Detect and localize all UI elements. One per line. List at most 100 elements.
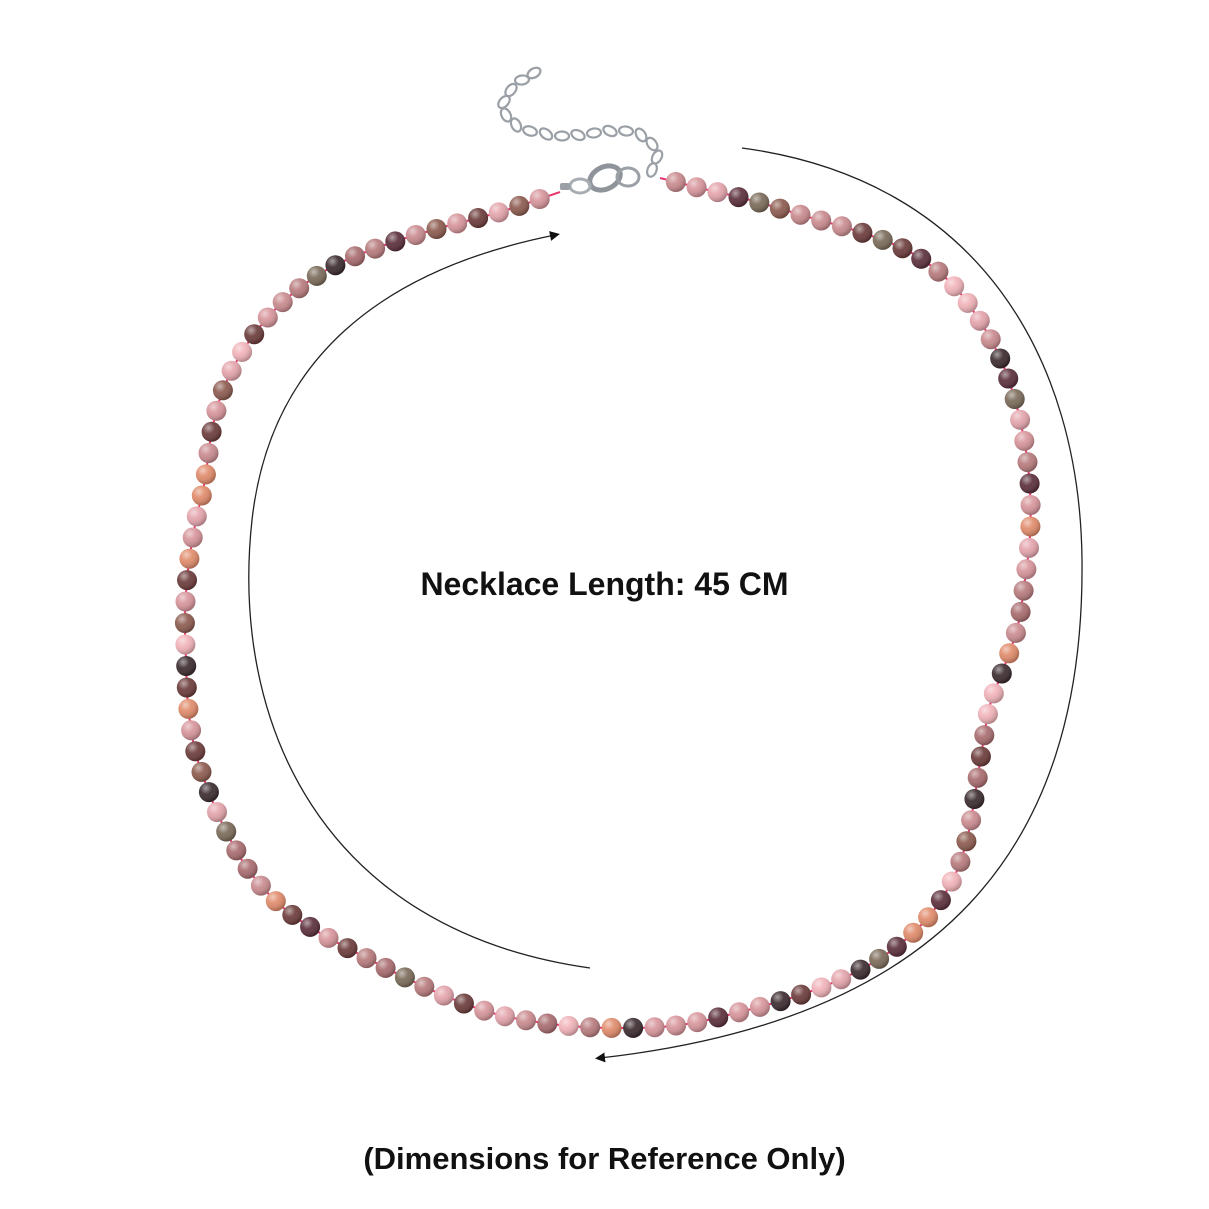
bead-facet-shine bbox=[289, 278, 310, 299]
chain-link bbox=[646, 162, 658, 178]
bead-facet-shine bbox=[928, 261, 949, 282]
bead-facet-shine bbox=[257, 307, 278, 328]
bead-facet-shine bbox=[969, 310, 990, 331]
bead-facet-shine bbox=[728, 187, 749, 208]
measure-arc-right bbox=[595, 147, 1083, 1063]
bead-facet-shine bbox=[977, 704, 998, 724]
bead-facet-shine bbox=[941, 871, 962, 892]
bead-facet-shine bbox=[770, 991, 791, 1012]
bead-facet-shine bbox=[1016, 559, 1037, 580]
bead-facet-shine bbox=[707, 182, 728, 203]
bead-facet-shine bbox=[869, 948, 890, 969]
bead-facet-shine bbox=[1010, 409, 1031, 430]
bead-facet-shine bbox=[185, 741, 206, 762]
chain-link bbox=[602, 124, 618, 138]
bead-facet-shine bbox=[433, 985, 454, 1006]
bead-facet-shine bbox=[250, 875, 271, 896]
bead-facet-shine bbox=[892, 238, 913, 259]
chain-link bbox=[585, 127, 603, 139]
bead-facet-shine bbox=[375, 957, 396, 978]
bead-facet-shine bbox=[221, 360, 242, 381]
bead-facet-shine bbox=[509, 195, 530, 216]
bead-facet-shine bbox=[811, 977, 832, 998]
bead-facet-shine bbox=[831, 969, 852, 990]
bead-facet-shine bbox=[198, 782, 219, 803]
bead-facet-shine bbox=[394, 967, 415, 988]
bead-facet-shine bbox=[1010, 601, 1031, 622]
bead-facet-shine bbox=[708, 1007, 729, 1028]
bead-facet-shine bbox=[206, 400, 227, 421]
bead-facet-shine bbox=[644, 1017, 665, 1038]
bead-facet-shine bbox=[191, 761, 212, 782]
necklace-thread bbox=[183, 177, 1032, 1029]
bead-strand bbox=[174, 172, 1041, 1038]
bead-facet-shine bbox=[181, 720, 202, 741]
chain-link bbox=[617, 125, 635, 137]
bead-facet-shine bbox=[687, 1012, 708, 1033]
bead-facet-shine bbox=[182, 527, 203, 548]
bead-facet-shine bbox=[903, 922, 924, 943]
bead-facet-shine bbox=[956, 831, 977, 852]
dimensions-disclaimer: (Dimensions for Reference Only) bbox=[363, 1141, 846, 1176]
bead-facet-shine bbox=[886, 936, 907, 957]
bead-facet-shine bbox=[177, 570, 197, 591]
bead-facet-shine bbox=[318, 927, 339, 948]
bead-facet-shine bbox=[300, 916, 321, 937]
bead-facet-shine bbox=[749, 996, 770, 1017]
bead-facet-shine bbox=[226, 840, 247, 861]
bead-facet-shine bbox=[212, 380, 233, 401]
bead-facet-shine bbox=[850, 959, 871, 980]
bead-facet-shine bbox=[790, 204, 811, 225]
bead-facet-shine bbox=[306, 265, 327, 286]
bead-facet-shine bbox=[356, 948, 377, 969]
bead-facet-shine bbox=[385, 231, 406, 252]
bead-facet-shine bbox=[686, 177, 707, 198]
bead-facet-shine bbox=[831, 216, 852, 237]
bead-facet-shine bbox=[811, 210, 832, 231]
bead-facet-shine bbox=[961, 810, 982, 831]
chain-link bbox=[513, 74, 531, 86]
bead-facet-shine bbox=[426, 219, 447, 239]
bead-facet-shine bbox=[930, 890, 951, 911]
bead-facet-shine bbox=[325, 255, 346, 276]
bead-facet-shine bbox=[974, 725, 995, 746]
bead-facet-shine bbox=[999, 643, 1020, 664]
chain-link bbox=[634, 127, 648, 143]
chain-link bbox=[499, 107, 513, 123]
bead-facet-shine bbox=[623, 1017, 644, 1038]
bead-facet-shine bbox=[186, 506, 207, 527]
bead-facet-shine bbox=[265, 891, 286, 912]
bead-facet-shine bbox=[957, 292, 978, 313]
chain-link bbox=[538, 127, 554, 141]
bead-facet-shine bbox=[872, 229, 893, 250]
bead-facet-shine bbox=[175, 634, 196, 655]
bead-facet-shine bbox=[282, 904, 303, 925]
bead-facet-shine bbox=[1020, 495, 1041, 515]
chain-link bbox=[522, 125, 538, 137]
measure-arc-left bbox=[248, 231, 591, 969]
bead-facet-shine bbox=[529, 189, 550, 209]
bead-facet-shine bbox=[174, 613, 195, 633]
bead-facet-shine bbox=[474, 1000, 495, 1021]
bead-facet-shine bbox=[980, 329, 1001, 350]
bead-facet-shine bbox=[176, 656, 197, 676]
chain-link bbox=[645, 136, 659, 152]
bead-facet-shine bbox=[749, 192, 770, 213]
bead-facet-shine bbox=[175, 591, 196, 612]
bead-facet-shine bbox=[944, 276, 965, 297]
bead-facet-shine bbox=[178, 698, 199, 719]
bead-facet-shine bbox=[852, 222, 873, 243]
bead-facet-shine bbox=[1017, 452, 1038, 473]
bead-facet-shine bbox=[494, 1006, 515, 1027]
bead-facet-shine bbox=[468, 208, 489, 228]
bead-facet-shine bbox=[216, 821, 237, 842]
necklace-length-label: Necklace Length: 45 CM bbox=[420, 566, 789, 602]
bead-facet-shine bbox=[237, 858, 258, 879]
bead-facet-shine bbox=[1014, 430, 1035, 451]
clasp-icon bbox=[560, 163, 641, 195]
bead-facet-shine bbox=[195, 464, 216, 485]
bead-facet-shine bbox=[447, 213, 468, 234]
bead-facet-shine bbox=[488, 202, 509, 223]
bead-facet-shine bbox=[601, 1017, 622, 1038]
